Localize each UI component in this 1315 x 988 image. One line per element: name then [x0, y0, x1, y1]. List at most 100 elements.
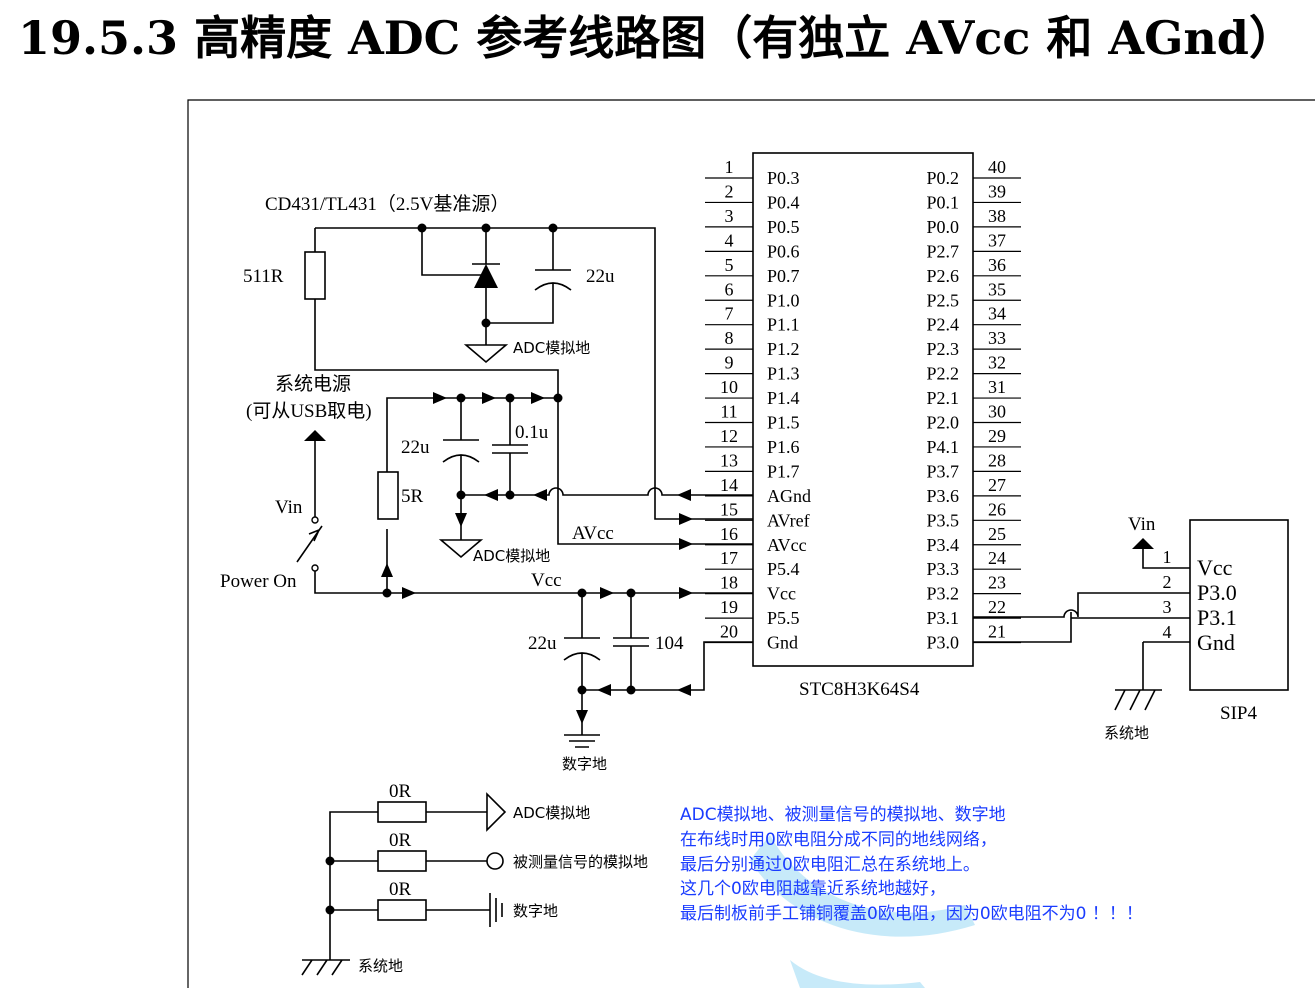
chip-pin-number: 1 — [725, 157, 734, 177]
note-line-1: ADC模拟地、被测量信号的模拟地、数字地 — [680, 805, 1006, 825]
chip-pin-number: 10 — [720, 377, 738, 397]
resistor-5r-label: 5R — [401, 486, 424, 507]
chip-pin-name: P0.5 — [767, 217, 800, 237]
chip-pin-name: AGnd — [767, 486, 811, 506]
chip-pin-number: 19 — [720, 597, 738, 617]
watermark-logo — [750, 835, 975, 937]
legend-measured-gnd-symbol — [486, 852, 504, 870]
chip-pin-number: 15 — [720, 499, 738, 519]
chip-pin-name: P5.4 — [767, 559, 800, 579]
chip-pin-name: P4.1 — [926, 437, 959, 457]
chip-pin-name: P1.7 — [767, 461, 800, 481]
chip-pin-number: 22 — [988, 597, 1006, 617]
chip-pin-name: P1.4 — [767, 388, 800, 408]
cap-22u-ref-top — [535, 228, 571, 271]
chip-pin-name: P1.0 — [767, 290, 800, 310]
chip-pin-name: Vcc — [767, 584, 796, 604]
power-switch — [296, 525, 323, 563]
sys-power-label-1: 系统电源 — [275, 373, 351, 395]
chip-pin-name: P3.6 — [926, 486, 959, 506]
sip-gnd-wire — [1142, 641, 1190, 690]
sip4-body — [1189, 519, 1289, 691]
digital-gnd-symbol — [564, 734, 600, 748]
chip-pin-name: P2.4 — [926, 315, 959, 335]
txd-wire — [973, 592, 1190, 618]
sip4-pin-name: Gnd — [1197, 630, 1235, 655]
chip-pin-number: 33 — [988, 328, 1006, 348]
note-line-2: 在布线时用0欧电阻分成不同的地线网络， — [680, 830, 997, 850]
avcc-feed-wire — [386, 397, 558, 593]
avcc-net-label: AVcc — [572, 523, 614, 544]
chip-pin-number: 29 — [988, 426, 1006, 446]
legend-sys-gnd-symbol — [301, 959, 350, 976]
chip-pin-name: Gnd — [767, 633, 798, 653]
cap-104-label: 104 — [655, 633, 684, 654]
sip-vcc-wire — [1142, 549, 1190, 569]
chip-pin-number: 27 — [988, 475, 1006, 495]
legend-measured-gnd-label: 被测量信号的模拟地 — [513, 853, 648, 871]
chip-pin-number: 16 — [720, 524, 738, 544]
chip-pin-name: P2.5 — [926, 290, 959, 310]
chip-pin-name: P1.5 — [767, 413, 800, 433]
chip-pin-number: 4 — [725, 230, 734, 250]
chip-pin-name: P3.2 — [926, 584, 959, 604]
legend-r0-2 — [377, 850, 427, 872]
digital-gnd-label: 数字地 — [562, 755, 607, 773]
agnd-net — [461, 487, 753, 496]
vin-arrow-left — [304, 430, 326, 441]
sip4-pin-name: P3.1 — [1197, 605, 1237, 630]
chip-pin-name: P0.2 — [926, 168, 959, 188]
chip-pin-number: 23 — [988, 573, 1006, 593]
chip-pin-name: P3.3 — [926, 559, 959, 579]
watermark-logo-tail — [790, 960, 925, 988]
chip-pin-name: P1.6 — [767, 437, 800, 457]
legend-digital-gnd-symbol — [426, 893, 503, 927]
vcc-net-label: Vcc — [531, 570, 562, 591]
legend-branches — [330, 860, 378, 911]
legend-digital-gnd-label: 数字地 — [513, 902, 558, 920]
page-title: 19.5.3 高精度 ADC 参考线路图（有独立 AVcc 和 AGnd） — [18, 11, 1295, 65]
chip-body — [752, 152, 974, 667]
chip-pin-name: P0.4 — [767, 192, 800, 212]
vin-label-right: Vin — [1128, 514, 1156, 535]
chip-pin-name: P0.6 — [767, 241, 800, 261]
chip-pin-name: P2.2 — [926, 364, 959, 384]
cap-22u-avcc-label: 22u — [401, 437, 430, 458]
chip-right-pins: 40P0.239P0.138P0.037P2.736P2.635P2.534P2… — [926, 157, 1021, 653]
chip-pin-number: 31 — [988, 377, 1006, 397]
chip-pin-name: P3.7 — [926, 461, 959, 481]
arrow-up-5r — [381, 563, 393, 577]
chip-pin-number: 36 — [988, 255, 1006, 275]
avcc-net — [314, 228, 753, 545]
sip4-pin-number: 4 — [1163, 622, 1172, 642]
sip4-pin-number: 3 — [1163, 597, 1172, 617]
vin-label-left: Vin — [275, 497, 303, 518]
chip-pin-number: 34 — [988, 304, 1006, 324]
cap-22u-avcc — [442, 398, 480, 495]
cap-104 — [613, 593, 649, 690]
chip-pin-name: P3.1 — [926, 608, 959, 628]
chip-pin-number: 9 — [725, 353, 734, 373]
chip-pin-number: 40 — [988, 157, 1006, 177]
chip-pin-number: 25 — [988, 524, 1006, 544]
chip-pin-name: AVcc — [767, 535, 807, 555]
adc-gnd-avcc-label: ADC模拟地 — [473, 547, 550, 565]
rxd-wire — [973, 612, 1190, 643]
chip-pin-number: 37 — [988, 230, 1006, 250]
chip-pin-number: 18 — [720, 573, 738, 593]
chip-pin-number: 12 — [720, 426, 738, 446]
chip-pin-number: 3 — [725, 206, 734, 226]
sip4-pin-number: 2 — [1163, 572, 1172, 592]
legend-adc-gnd-label: ADC模拟地 — [513, 804, 590, 822]
cap-22u-vcc-label: 22u — [528, 633, 557, 654]
chip-pin-number: 30 — [988, 402, 1006, 422]
legend-sys-gnd-label: 系统地 — [358, 957, 403, 975]
chip-pin-name: P1.2 — [767, 339, 800, 359]
chip-left-pins: 1P0.32P0.43P0.54P0.65P0.76P1.07P1.18P1.2… — [705, 157, 811, 653]
legend-adc-gnd-symbol — [426, 792, 507, 832]
tl431-diode — [474, 264, 498, 288]
chip-pin-name: P1.3 — [767, 364, 800, 384]
vin-arrow-right — [1132, 538, 1154, 549]
adc-gnd-ref-label: ADC模拟地 — [513, 339, 590, 357]
